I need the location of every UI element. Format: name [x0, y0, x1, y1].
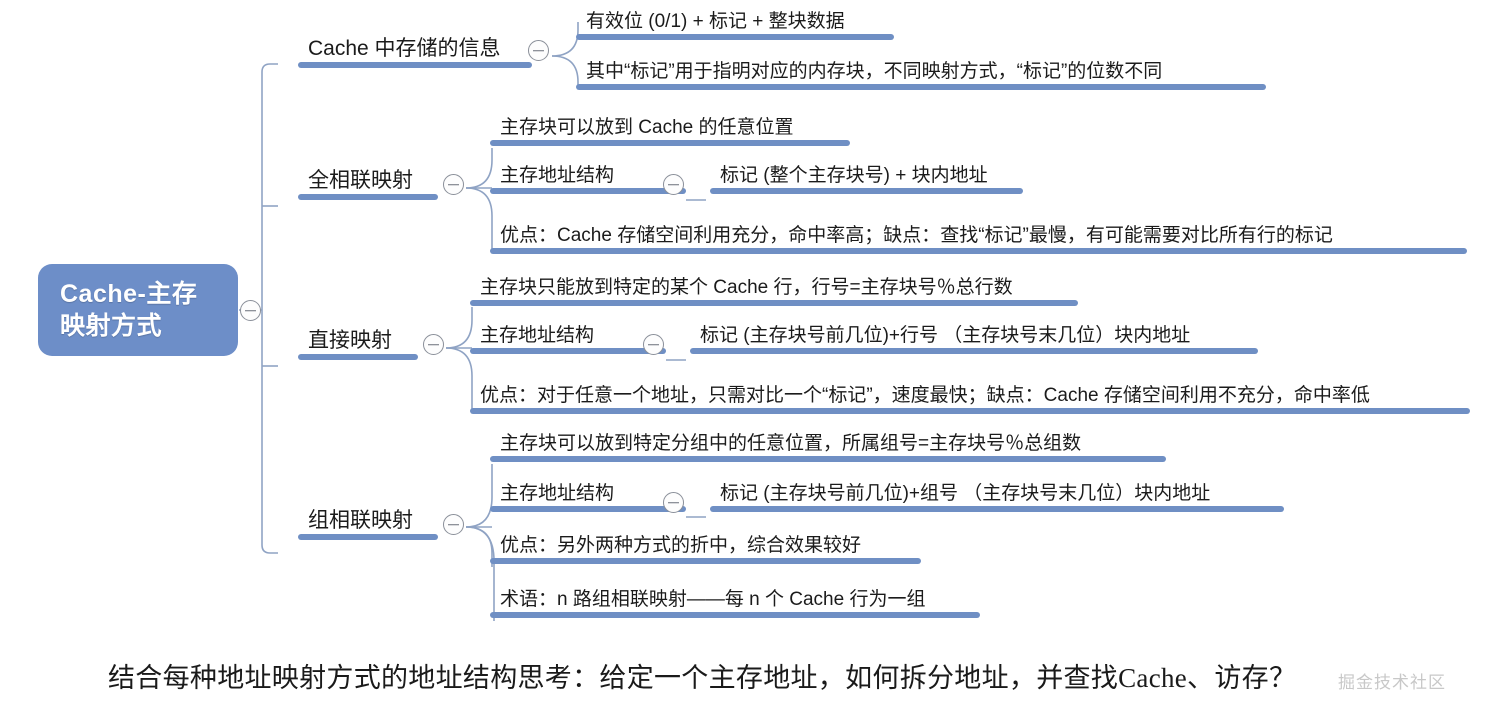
underline-bar — [470, 407, 1470, 414]
underline-bar — [710, 187, 1023, 194]
node-sa-address-fields[interactable]: 标记 (主存块号前几位)+组号 （主存块号末几位）块内地址 — [710, 484, 1284, 512]
branch-set-associative[interactable]: 组相联映射 — [298, 509, 438, 541]
underline-bar — [470, 299, 1078, 306]
collapse-toggle-sa-address-structure[interactable] — [663, 492, 684, 513]
underline-bar — [490, 505, 686, 512]
underline-bar — [298, 354, 418, 361]
underline-bar — [298, 534, 438, 541]
underline-bar — [490, 611, 980, 618]
node-sa-placement-rule[interactable]: 主存块可以放到特定分组中的任意位置，所属组号=主存块号％总组数 — [490, 434, 1166, 462]
node-label: 有效位 (0/1) + 标记 + 整块数据 — [586, 11, 845, 32]
node-fa-placement-rule[interactable]: 主存块可以放到 Cache 的任意位置 — [490, 118, 850, 146]
underline-bar — [490, 247, 1467, 254]
node-label: 主存块只能放到特定的某个 Cache 行，行号=主存块号％总行数 — [480, 277, 1013, 298]
underline-bar — [710, 505, 1284, 512]
node-label: 主存地址结构 — [500, 483, 615, 504]
node-label: 术语：n 路组相联映射——每 n 个 Cache 行为一组 — [500, 589, 926, 610]
root-collapse-toggle[interactable] — [240, 300, 261, 321]
footer-caption: 结合每种地址映射方式的地址结构思考：给定一个主存地址，如何拆分地址，并查找Cac… — [108, 663, 1297, 693]
node-label: 优点：另外两种方式的折中，综合效果较好 — [500, 535, 862, 556]
branch-label: 全相联映射 — [308, 169, 413, 192]
node-label: 标记 (整个主存块号) + 块内地址 — [720, 165, 988, 186]
node-fa-address-fields[interactable]: 标记 (整个主存块号) + 块内地址 — [710, 166, 1023, 194]
branch-direct-mapping[interactable]: 直接映射 — [298, 329, 418, 361]
node-sa-address-structure[interactable]: 主存地址结构 — [490, 484, 686, 512]
collapse-toggle-branch-4[interactable] — [443, 514, 464, 535]
node-label: 优点：对于任意一个地址，只需对比一个“标记”，速度最快；缺点：Cache 存储空… — [480, 385, 1370, 406]
node-fa-address-structure[interactable]: 主存地址结构 — [490, 166, 686, 194]
underline-bar — [490, 139, 850, 146]
node-label: 主存地址结构 — [480, 325, 595, 346]
node-dm-address-structure[interactable]: 主存地址结构 — [470, 326, 666, 354]
collapse-toggle-fa-address-structure[interactable] — [663, 174, 684, 195]
node-tag-explanation[interactable]: 其中“标记”用于指明对应的内存块，不同映射方式，“标记”的位数不同 — [576, 62, 1266, 90]
underline-bar — [470, 347, 666, 354]
node-fa-pros-cons[interactable]: 优点：Cache 存储空间利用充分，命中率高；缺点：查找“标记”最慢，有可能需要… — [490, 226, 1467, 254]
node-cache-content-fields[interactable]: 有效位 (0/1) + 标记 + 整块数据 — [576, 12, 894, 40]
branch-label: 直接映射 — [308, 329, 392, 352]
node-label: 主存块可以放到 Cache 的任意位置 — [500, 117, 794, 138]
node-sa-advantage[interactable]: 优点：另外两种方式的折中，综合效果较好 — [490, 536, 921, 564]
node-label: 标记 (主存块号前几位)+组号 （主存块号末几位）块内地址 — [720, 483, 1211, 504]
node-label: 主存地址结构 — [500, 165, 615, 186]
node-label: 主存块可以放到特定分组中的任意位置，所属组号=主存块号％总组数 — [500, 433, 1082, 454]
collapse-toggle-dm-address-structure[interactable] — [643, 334, 664, 355]
root-node[interactable]: Cache-主存 映射方式 — [38, 264, 238, 356]
underline-bar — [490, 455, 1166, 462]
branch-fully-associative[interactable]: 全相联映射 — [298, 169, 438, 201]
node-dm-placement-rule[interactable]: 主存块只能放到特定的某个 Cache 行，行号=主存块号％总行数 — [470, 278, 1078, 306]
node-label: 其中“标记”用于指明对应的内存块，不同映射方式，“标记”的位数不同 — [586, 61, 1163, 82]
collapse-toggle-branch-2[interactable] — [443, 174, 464, 195]
root-label-line2: 映射方式 — [60, 312, 163, 340]
collapse-toggle-branch-1[interactable] — [528, 40, 549, 61]
underline-bar — [576, 83, 1266, 90]
underline-bar — [298, 62, 532, 69]
node-sa-terminology[interactable]: 术语：n 路组相联映射——每 n 个 Cache 行为一组 — [490, 590, 980, 618]
branch-label: Cache 中存储的信息 — [308, 37, 501, 60]
node-dm-address-fields[interactable]: 标记 (主存块号前几位)+行号 （主存块号末几位）块内地址 — [690, 326, 1258, 354]
underline-bar — [490, 187, 686, 194]
underline-bar — [690, 347, 1258, 354]
underline-bar — [298, 194, 438, 201]
branch-cache-stored-info[interactable]: Cache 中存储的信息 — [298, 37, 532, 69]
root-label-line1: Cache-主存 — [60, 280, 198, 308]
node-label: 优点：Cache 存储空间利用充分，命中率高；缺点：查找“标记”最慢，有可能需要… — [500, 225, 1333, 246]
watermark: 掘金技术社区 — [1338, 673, 1446, 692]
node-label: 标记 (主存块号前几位)+行号 （主存块号末几位）块内地址 — [700, 325, 1191, 346]
node-dm-pros-cons[interactable]: 优点：对于任意一个地址，只需对比一个“标记”，速度最快；缺点：Cache 存储空… — [470, 386, 1470, 414]
branch-label: 组相联映射 — [308, 509, 413, 532]
underline-bar — [490, 557, 921, 564]
collapse-toggle-branch-3[interactable] — [423, 334, 444, 355]
underline-bar — [576, 33, 894, 40]
